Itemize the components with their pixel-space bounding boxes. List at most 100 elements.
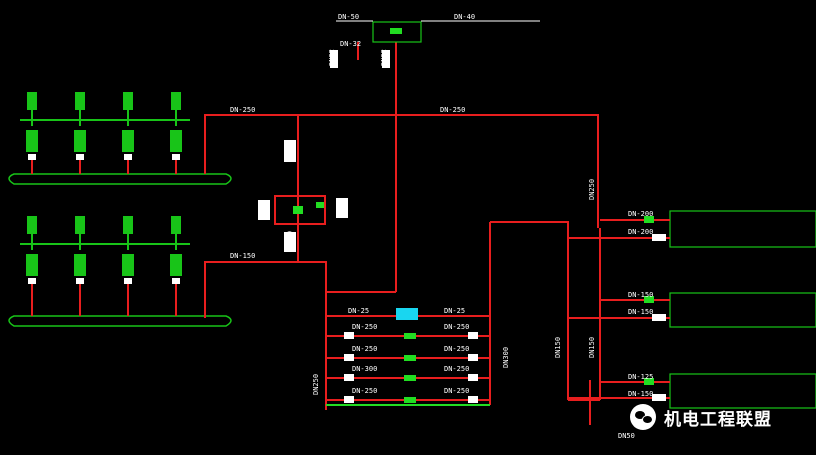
label-manifold-row3-left: DN-300	[352, 365, 377, 373]
top-tee-box	[372, 21, 422, 43]
header-upper-body	[8, 173, 232, 185]
chiller-1	[669, 210, 816, 248]
chiller-3	[669, 373, 816, 409]
branch-pair	[568, 378, 670, 401]
branch-left-lower	[204, 261, 327, 410]
label-manifold-row1-left: DN-250	[352, 323, 377, 331]
vlabel-return-a: DN150	[554, 337, 562, 358]
label-top-tee-left: DN-50	[338, 13, 359, 21]
pump-unit	[170, 92, 182, 174]
pump-motor	[171, 216, 181, 234]
pump-body	[122, 254, 134, 276]
pump-body	[74, 254, 86, 276]
bypass-valves	[258, 140, 348, 252]
vlabel-riser-lower: DN250	[286, 231, 294, 252]
pump-body	[26, 130, 38, 152]
label-left-main-upper: DN-250	[230, 106, 255, 114]
label-top-main: DN-250	[440, 106, 465, 114]
label-top-tee-right: DN-40	[454, 13, 475, 21]
equipment-right	[669, 210, 816, 409]
vlabel-top-stub-a: DN32	[328, 49, 336, 66]
main-pipe-top	[204, 114, 599, 228]
pressure-tank	[396, 308, 418, 320]
pump-motor	[123, 92, 133, 110]
label-branch3-lower: DN-150	[628, 390, 653, 398]
pump-unit	[122, 216, 134, 316]
riser-valve-2	[284, 232, 296, 252]
vlabel-top-stub-b: DN32	[380, 49, 388, 66]
branch-valve	[644, 378, 654, 385]
pump-motor	[123, 216, 133, 234]
right-loop-top	[490, 221, 569, 400]
label-manifold-row3-right: DN-250	[444, 365, 469, 373]
label-left-main-lower: DN-150	[230, 252, 255, 260]
branch-valve	[652, 314, 666, 321]
header-lower-body	[8, 315, 232, 327]
bypass-valve-green-2	[316, 202, 324, 208]
pump-group-upper	[26, 92, 182, 174]
bypass-loop	[274, 195, 326, 225]
label-manifold-top-right: DN-25	[444, 307, 465, 315]
pump-motor	[27, 92, 37, 110]
pump-unit	[26, 92, 38, 174]
pump-body	[170, 254, 182, 276]
label-manifold-row2-right: DN-250	[444, 345, 469, 353]
manifold-row	[326, 396, 490, 403]
bypass-tag-b	[336, 198, 348, 218]
label-branch1-lower: DN-200	[628, 228, 653, 236]
pump-unit	[74, 92, 86, 174]
watermark: 机电工程联盟	[630, 402, 810, 432]
label-manifold-row4-right: DN-250	[444, 387, 469, 395]
top-stub-valve-a	[330, 50, 338, 68]
branch-pipes-right	[568, 216, 670, 401]
label-manifold-row2-left: DN-250	[352, 345, 377, 353]
riser-valve-1	[284, 140, 296, 162]
vlabel-return-b: DN150	[588, 337, 596, 358]
manifold-row	[326, 332, 490, 339]
label-manifold-row4-left: DN-250	[352, 387, 377, 395]
manifold-valve-green	[404, 333, 416, 339]
pump-unit	[74, 216, 86, 316]
watermark-text: 机电工程联盟	[664, 409, 772, 430]
vlabel-manifold-drop: DN300	[502, 347, 510, 368]
pump-body	[26, 254, 38, 276]
branch-valve	[644, 296, 654, 303]
bypass-tag-a	[258, 200, 270, 220]
manifold-rows	[326, 332, 490, 406]
pump-motor	[171, 92, 181, 110]
label-bottom-drain: DN50	[618, 432, 635, 440]
wechat-icon	[630, 404, 656, 430]
manifold-row	[326, 374, 490, 381]
pump-group-lower	[26, 216, 182, 316]
manifold-valve	[344, 396, 354, 403]
chiller-2	[669, 292, 816, 328]
manifold-valve-green	[404, 397, 416, 403]
label-branch1-upper: DN-200	[628, 210, 653, 218]
header-upper	[8, 119, 232, 185]
pump-unit	[122, 92, 134, 174]
top-stub-valve-b	[382, 50, 390, 68]
top-tee	[330, 20, 540, 68]
manifold-valve	[344, 332, 354, 339]
pump-valve	[76, 278, 84, 284]
branch-pair	[568, 296, 670, 321]
label-manifold-top-left: DN-25	[348, 307, 369, 315]
pump-body	[122, 130, 134, 152]
label-branch2-lower: DN-150	[628, 308, 653, 316]
branch-valve	[644, 216, 654, 223]
header-lower	[8, 243, 232, 327]
vlabel-bypass-left: DN25	[260, 203, 268, 220]
pump-motor	[27, 216, 37, 234]
pump-unit	[170, 216, 182, 316]
manifold-valve	[468, 396, 478, 403]
top-tee-valve	[390, 28, 402, 34]
pump-motor	[75, 92, 85, 110]
manifold-valve	[468, 354, 478, 361]
pump-valve	[172, 278, 180, 284]
pump-body	[170, 130, 182, 152]
branch-pair	[568, 216, 670, 241]
manifold-row	[326, 354, 490, 361]
pump-valve	[172, 154, 180, 160]
